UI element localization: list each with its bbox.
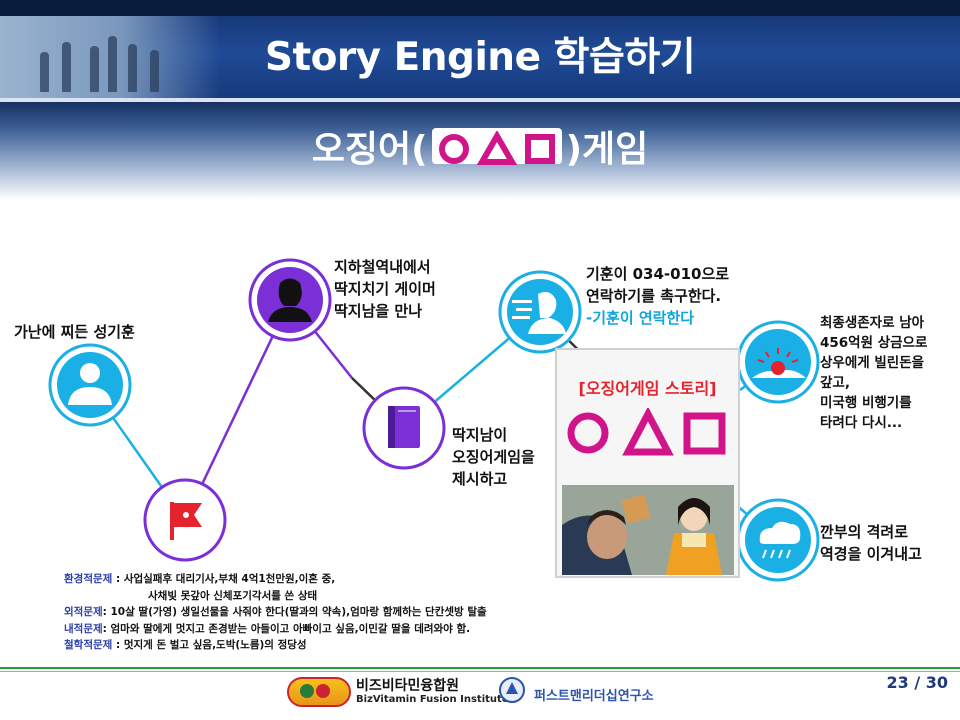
circle-triangle-square-icon — [431, 128, 562, 165]
node-flag — [143, 478, 227, 562]
header-divider — [0, 98, 960, 102]
problem-item: 외적문제: 10살 딸(가영) 생일선물을 사줘야 한다(딸과의 약속),엄마랑… — [64, 604, 624, 621]
label-line: 지하철역내에서 — [334, 258, 431, 276]
label-line: 기훈이 034-010으로 — [586, 265, 730, 283]
header: Story Engine 학습하기 오징어( )게임 — [0, 0, 960, 200]
problem-key: 환경적문제 — [64, 573, 113, 585]
org2-name: 퍼스트맨리더십연구소 — [534, 689, 654, 704]
person-icon — [68, 363, 112, 405]
label-line: 제시하고 — [452, 470, 508, 488]
node-storm — [736, 498, 820, 582]
label-line: 미국행 비행기를 — [820, 395, 912, 411]
node-book — [362, 386, 446, 470]
page-number: 23 / 30 — [886, 673, 948, 692]
problem-text: : 10살 딸(가영) 생일선물을 사줘야 한다(딸과의 약속),엄마랑 함께하… — [102, 606, 487, 618]
header-top-stripe — [0, 0, 960, 16]
problem-text: : 멋지게 돈 벌고 싶음,도박(노름)의 정당성 — [112, 639, 307, 651]
footer-divider — [0, 667, 960, 669]
connector-lines — [48, 258, 820, 582]
subtitle-prefix: 오징어( — [311, 129, 428, 170]
problem-key: 내적문제 — [64, 622, 103, 635]
label-line: 딱지남이 — [452, 426, 508, 444]
footer-divider-thin — [0, 671, 960, 672]
firstman-emblem-icon — [499, 677, 525, 703]
label-line: 가난에 찌든 성기훈 — [14, 323, 135, 341]
book-icon — [388, 406, 420, 448]
problem-item: 환경적문제 : 사업실패후 대리기사,부채 4억1천만원,이혼 중, — [64, 571, 624, 588]
problem-item: 철학적문제 : 멋지게 돈 벌고 싶음,도박(노름)의 정당성 — [64, 637, 624, 654]
label-line: 최종생존자로 남아 — [820, 315, 925, 331]
flag-icon — [170, 502, 202, 540]
label-node-4: 기훈이 034-010으로 연락하기를 촉구한다. -기훈이 연락한다 — [586, 263, 729, 329]
label-line: 갚고, — [820, 375, 850, 391]
storm-cloud-icon — [759, 521, 801, 559]
poster-scene-image — [562, 485, 734, 575]
problem-key: 철학적문제 — [64, 639, 113, 651]
poster-shapes-icon — [567, 408, 726, 456]
label-line: 상우에게 빌린돈을 — [820, 355, 925, 371]
subtitle: 오징어( )게임 — [0, 122, 960, 178]
label-node-6: 깐부의 격려로 역경을 이겨내고 — [820, 521, 922, 565]
problem-list: 환경적문제 : 사업실패후 대리기사,부채 4억1천만원,이혼 중, 사채빚 못… — [64, 571, 624, 654]
label-node-5: 최종생존자로 남아 456억원 상금으로 상우에게 빌린돈을 갚고, 미국행 비… — [820, 313, 927, 433]
bizvitamin-logo — [287, 677, 351, 707]
problem-key: 외적문제 — [64, 606, 103, 618]
label-line: 딱지치기 게이머 — [334, 280, 436, 298]
problem-text: : 사업실패후 대리기사,부채 4억1천만원,이혼 중, — [112, 573, 336, 585]
label-line: 연락하기를 촉구한다. — [586, 287, 722, 305]
page-title: Story Engine 학습하기 — [264, 35, 696, 80]
node-sunset — [736, 320, 820, 404]
header-business-people-photo — [0, 16, 220, 98]
org-name: 비즈비타민융합원 — [356, 678, 460, 694]
label-node-3: 딱지남이 오징어게임을 제시하고 — [452, 424, 535, 490]
label-line: 딱지남을 만나 — [334, 302, 423, 320]
org-name-english: BizVitamin Fusion Institute — [356, 694, 509, 705]
node-subway-man — [248, 258, 332, 342]
label-node-2: 지하철역내에서 딱지치기 게이머 딱지남을 만나 — [334, 256, 436, 322]
label-highlight: -기훈이 연락한다 — [586, 309, 695, 327]
story-poster-title: [오징어게임 스토리] — [578, 379, 717, 398]
problem-item-cont: 사채빚 못갚아 신체포기각서를 쓴 상태 — [148, 589, 318, 602]
person-icon — [268, 278, 312, 322]
node-call-person — [498, 270, 582, 354]
label-line: 오징어게임을 — [452, 448, 535, 466]
label-line: 깐부의 격려로 — [820, 523, 909, 541]
sunset-icon — [752, 348, 806, 378]
label-line: 456억원 상금으로 — [820, 335, 928, 351]
wind-person-icon — [512, 292, 566, 334]
problem-text: : 엄마와 딸에게 멋지고 존경받는 아들이고 아빠이고 싶음,이민갈 딸을 데… — [102, 622, 471, 635]
label-line: 역경을 이겨내고 — [820, 545, 922, 563]
problem-item: 내적문제: 엄마와 딸에게 멋지고 존경받는 아들이고 아빠이고 싶음,이민갈 … — [64, 621, 624, 638]
node-poor-person — [48, 343, 132, 427]
label-line: 타려다 다시... — [820, 415, 903, 431]
subtitle-suffix: )게임 — [565, 129, 649, 170]
label-node-1: 가난에 찌든 성기훈 — [14, 321, 135, 343]
story-diagram: 가난에 찌든 성기훈 지하철역내에서 딱지치기 게이머 딱지남을 만나 딱지남이… — [0, 200, 960, 670]
